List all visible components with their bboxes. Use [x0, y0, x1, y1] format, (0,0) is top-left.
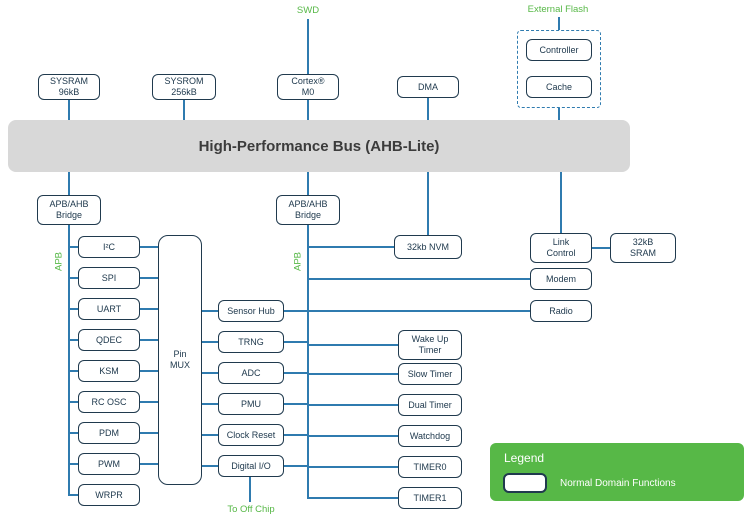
pinmux-to-trng-line [202, 341, 218, 343]
spine-stub-wrpr [68, 494, 78, 496]
swd-to-cortex-line [307, 19, 309, 74]
uart-to-pinmux-line [140, 308, 158, 310]
left-apb-ahb-bridge-box: APB/AHB Bridge [37, 195, 101, 225]
pinmux-to-pmu-line [202, 403, 218, 405]
flash-cache-box: Cache [526, 76, 592, 98]
legend-title: Legend [504, 451, 545, 465]
timer0-box: TIMER0 [398, 456, 462, 478]
pmu-to-spine-line [284, 403, 309, 405]
pinmux-to-adc-line [202, 372, 218, 374]
link-control-box: Link Control [530, 233, 592, 263]
trng-to-spine-line [284, 341, 309, 343]
spine-stub-ksm [68, 370, 78, 372]
spine-to-radio-line [309, 310, 530, 312]
sysram-box: SYSRAM 96kB [38, 74, 100, 100]
watchdog-box: Watchdog [398, 425, 462, 447]
ahb-bus: High-Performance Bus (AHB-Lite) [8, 120, 630, 172]
cortex-to-bus-line [307, 100, 309, 120]
qdec-box: QDEC [78, 329, 140, 351]
radio-box: Radio [530, 300, 592, 322]
left-apb-spine [68, 225, 70, 496]
flash-controller-box: Controller [526, 39, 592, 61]
legend-item-label: Normal Domain Functions [560, 478, 676, 489]
linkcontrol-to-sram-line [592, 247, 610, 249]
trng-box: TRNG [218, 331, 284, 353]
spi-to-pinmux-line [140, 277, 158, 279]
center-apb-ahb-bridge-box: APB/AHB Bridge [276, 195, 340, 225]
sysrom-box: SYSROM 256kB [152, 74, 216, 100]
ksm-box: KSM [78, 360, 140, 382]
spine-stub-uart [68, 308, 78, 310]
qdec-to-pinmux-line [140, 339, 158, 341]
pdm-box: PDM [78, 422, 140, 444]
cache-to-bus-line [558, 98, 560, 120]
pin-mux-box: Pin MUX [158, 235, 202, 485]
digitalio-to-offchip-line [249, 477, 251, 502]
digital-io-box: Digital I/O [218, 455, 284, 477]
spine-stub-rcosc [68, 401, 78, 403]
i2c-box: I²C [78, 236, 140, 258]
adc-box: ADC [218, 362, 284, 384]
spine-to-slowtimer-line [309, 373, 398, 375]
digitalio-to-spine-line [284, 465, 309, 467]
pdm-to-pinmux-line [140, 432, 158, 434]
extflash-to-flashblock-line [558, 17, 560, 30]
rc-osc-box: RC OSC [78, 391, 140, 413]
dual-timer-box: Dual Timer [398, 394, 462, 416]
spine-stub-qdec [68, 339, 78, 341]
bus-to-link-control-line [560, 172, 562, 233]
dma-box: DMA [397, 76, 459, 98]
spine-stub-i2c [68, 246, 78, 248]
spine-to-wakeup-line [309, 344, 398, 346]
sram-box: 32kB SRAM [610, 233, 676, 263]
bus-to-center-bridge-line [307, 172, 309, 195]
spi-box: SPI [78, 267, 140, 289]
dma-to-bus-line [427, 98, 429, 120]
legend-swatch [503, 473, 547, 493]
swd-label: SWD [296, 5, 320, 16]
pinmux-to-clockreset-line [202, 434, 218, 436]
spine-stub-pdm [68, 432, 78, 434]
pinmux-to-sensorhub-line [202, 310, 218, 312]
adc-to-spine-line [284, 372, 309, 374]
ksm-to-pinmux-line [140, 370, 158, 372]
slow-timer-box: Slow Timer [398, 363, 462, 385]
nvm-box: 32kb NVM [394, 235, 462, 259]
spine-to-timer0-line [309, 466, 398, 468]
sysram-to-bus-line [68, 100, 70, 120]
wrpr-box: WRPR [78, 484, 140, 506]
sensor-hub-box: Sensor Hub [218, 300, 284, 322]
center-apb-spine [307, 225, 309, 499]
pwm-to-pinmux-line [140, 463, 158, 465]
spine-to-nvm-line [309, 246, 395, 248]
bus-to-nvm-line [427, 172, 429, 235]
spine-stub-pwm [68, 463, 78, 465]
wake-up-timer-box: Wake Up Timer [398, 330, 462, 360]
legend: Legend Normal Domain Functions [490, 443, 744, 501]
pinmux-to-digitalio-line [202, 465, 218, 467]
clockreset-to-spine-line [284, 434, 309, 436]
clock-reset-box: Clock Reset [218, 424, 284, 446]
spine-stub-spi [68, 277, 78, 279]
i2c-to-pinmux-line [140, 246, 158, 248]
sensorhub-to-spine-line [284, 310, 309, 312]
to-off-chip-label: To Off Chip [227, 504, 275, 515]
center-apb-label: APB [292, 252, 304, 272]
spine-to-timer1-line [309, 497, 398, 499]
timer1-box: TIMER1 [398, 487, 462, 509]
pwm-box: PWM [78, 453, 140, 475]
external-flash-label: External Flash [527, 4, 589, 15]
spine-to-watchdog-line [309, 435, 398, 437]
spine-to-dualtimer-line [309, 404, 398, 406]
cortex-m0-box: Cortex® M0 [277, 74, 339, 100]
sysrom-to-bus-line [183, 100, 185, 120]
bus-to-left-bridge-line [68, 172, 70, 195]
spine-to-modem-line [309, 278, 530, 280]
left-apb-label: APB [53, 252, 65, 272]
uart-box: UART [78, 298, 140, 320]
modem-box: Modem [530, 268, 592, 290]
rcosc-to-pinmux-line [140, 401, 158, 403]
pmu-box: PMU [218, 393, 284, 415]
